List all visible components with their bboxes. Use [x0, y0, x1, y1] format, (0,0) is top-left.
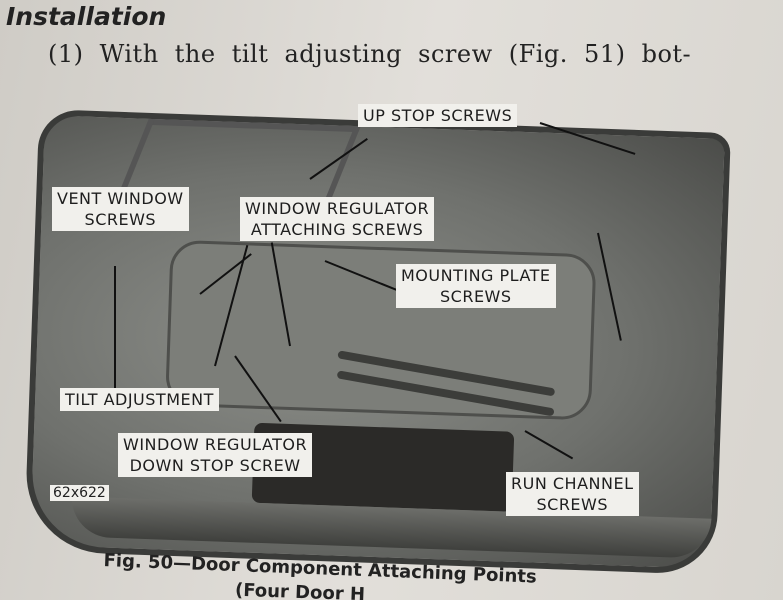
section-heading: Installation — [6, 2, 167, 31]
label-mounting-plate-screws: MOUNTING PLATE SCREWS — [396, 264, 556, 308]
label-up-stop-screws: UP STOP SCREWS — [358, 104, 518, 127]
label-tilt-adjustment: TILT ADJUSTMENT — [60, 388, 219, 411]
figure-caption-line2: (Four Door H — [234, 579, 366, 600]
body-text: (1) With the tilt adjusting screw (Fig. … — [48, 40, 692, 68]
label-run-channel-screws: RUN CHANNEL SCREWS — [506, 472, 639, 516]
label-window-regulator-down-stop-screw: WINDOW REGULATOR DOWN STOP SCREW — [118, 433, 313, 477]
figure-id: 62x622 — [50, 485, 109, 501]
label-window-regulator-attaching-screws: WINDOW REGULATOR ATTACHING SCREWS — [240, 197, 435, 241]
label-vent-window-screws: VENT WINDOW SCREWS — [52, 187, 189, 231]
